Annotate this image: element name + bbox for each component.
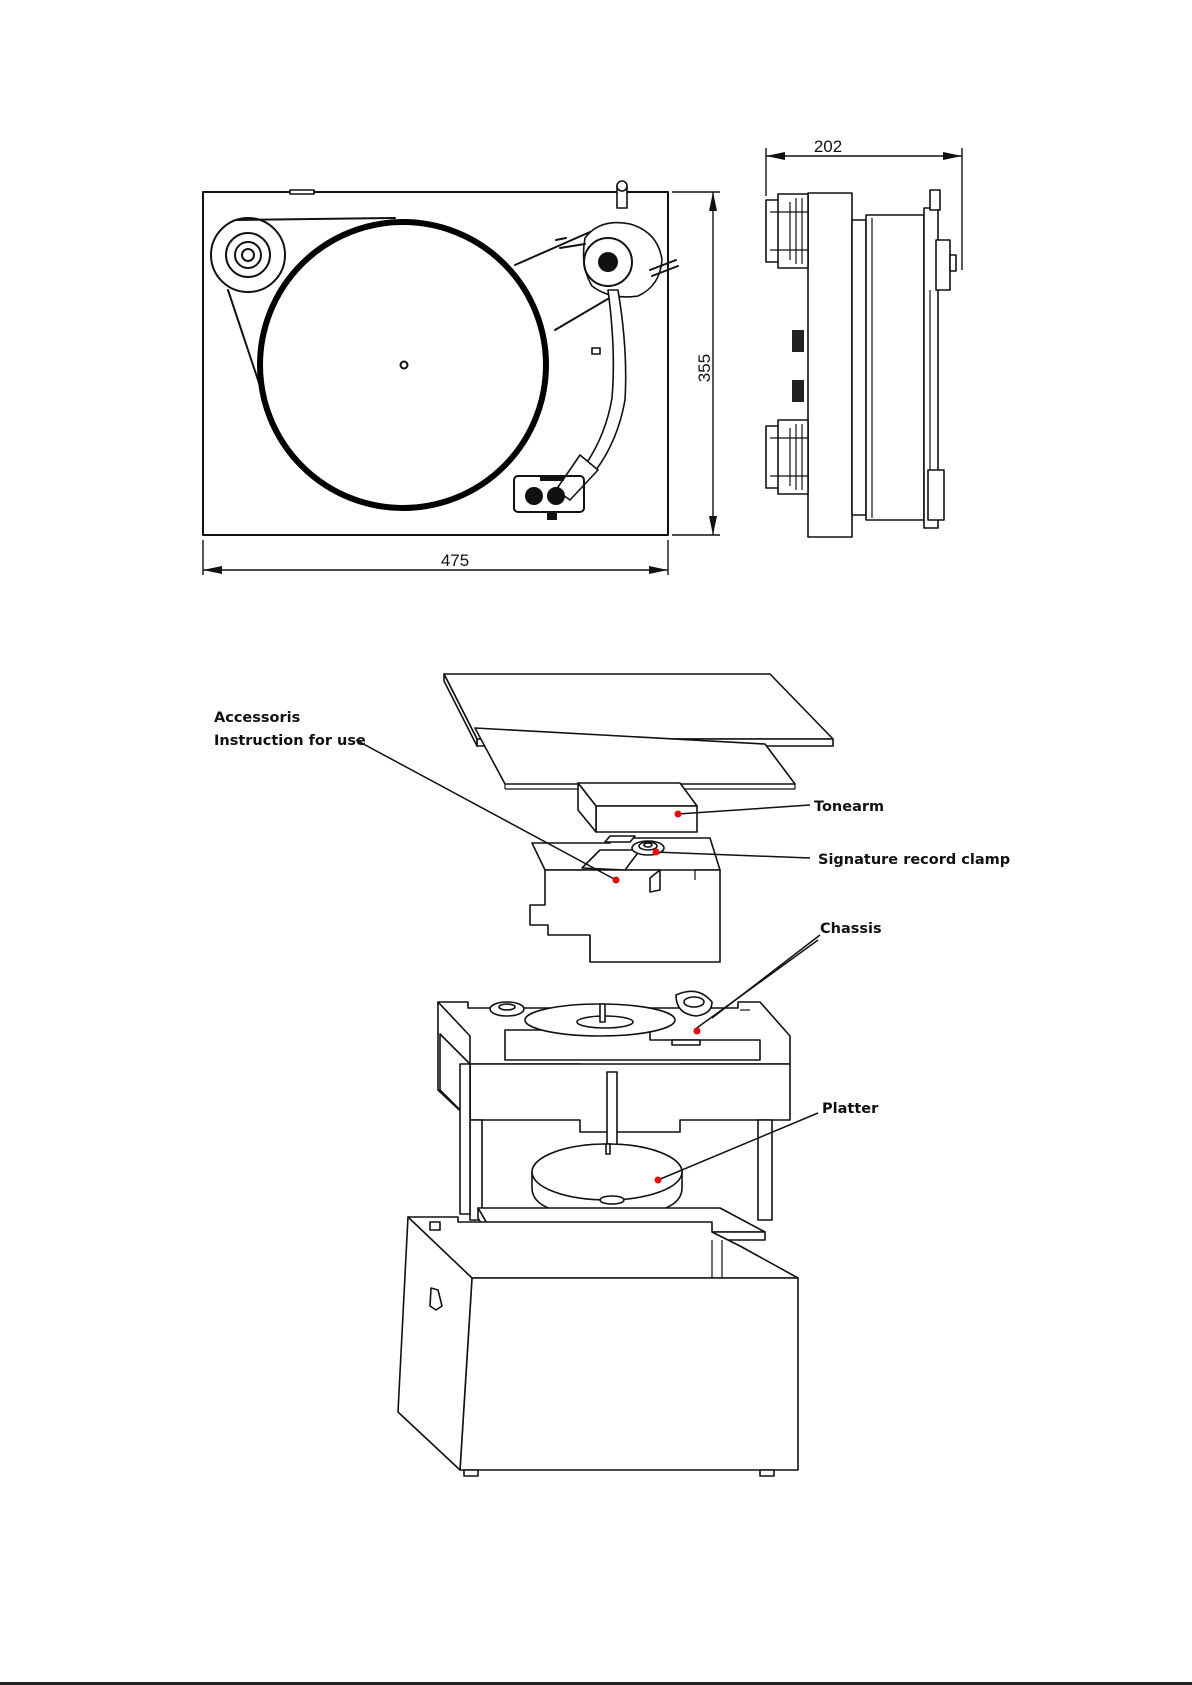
packing-block [530, 836, 720, 962]
platter-circle [260, 222, 546, 508]
label-platter: Platter [822, 1101, 879, 1117]
depth-value: 355 [695, 354, 714, 382]
belt-top [236, 218, 395, 220]
label-tonearm: Tonearm [814, 799, 884, 815]
tonearm-box [578, 783, 697, 832]
marker-tonearm [675, 811, 682, 818]
side-platter-edge [852, 220, 866, 515]
side-plinth [808, 193, 852, 537]
leader-platter [658, 1113, 818, 1180]
exploded-view [356, 674, 833, 1476]
top-view [203, 181, 720, 575]
label-accessories: Accessoris [214, 710, 300, 726]
width-value: 475 [441, 551, 469, 570]
width-dimension [203, 540, 668, 575]
marker-clamp [653, 849, 660, 856]
height-value: 202 [814, 137, 842, 156]
marker-accessories [613, 877, 620, 884]
side-ribs [792, 330, 804, 402]
outer-box [398, 1217, 798, 1476]
side-foot-lower [766, 420, 808, 494]
spindle [401, 362, 408, 369]
label-record-clamp: Signature record clamp [818, 852, 1010, 868]
side-foot-upper [766, 194, 808, 268]
side-platter [866, 215, 924, 520]
side-view [766, 148, 962, 537]
plinth-tab [290, 190, 314, 194]
motor-pulley [211, 218, 285, 292]
label-instructions: Instruction for use [214, 733, 366, 749]
tonearm-top [515, 181, 678, 500]
marker-platter [655, 1177, 662, 1184]
label-chassis: Chassis [820, 921, 882, 937]
marker-chassis [694, 1028, 701, 1035]
side-tonearm [924, 190, 956, 528]
